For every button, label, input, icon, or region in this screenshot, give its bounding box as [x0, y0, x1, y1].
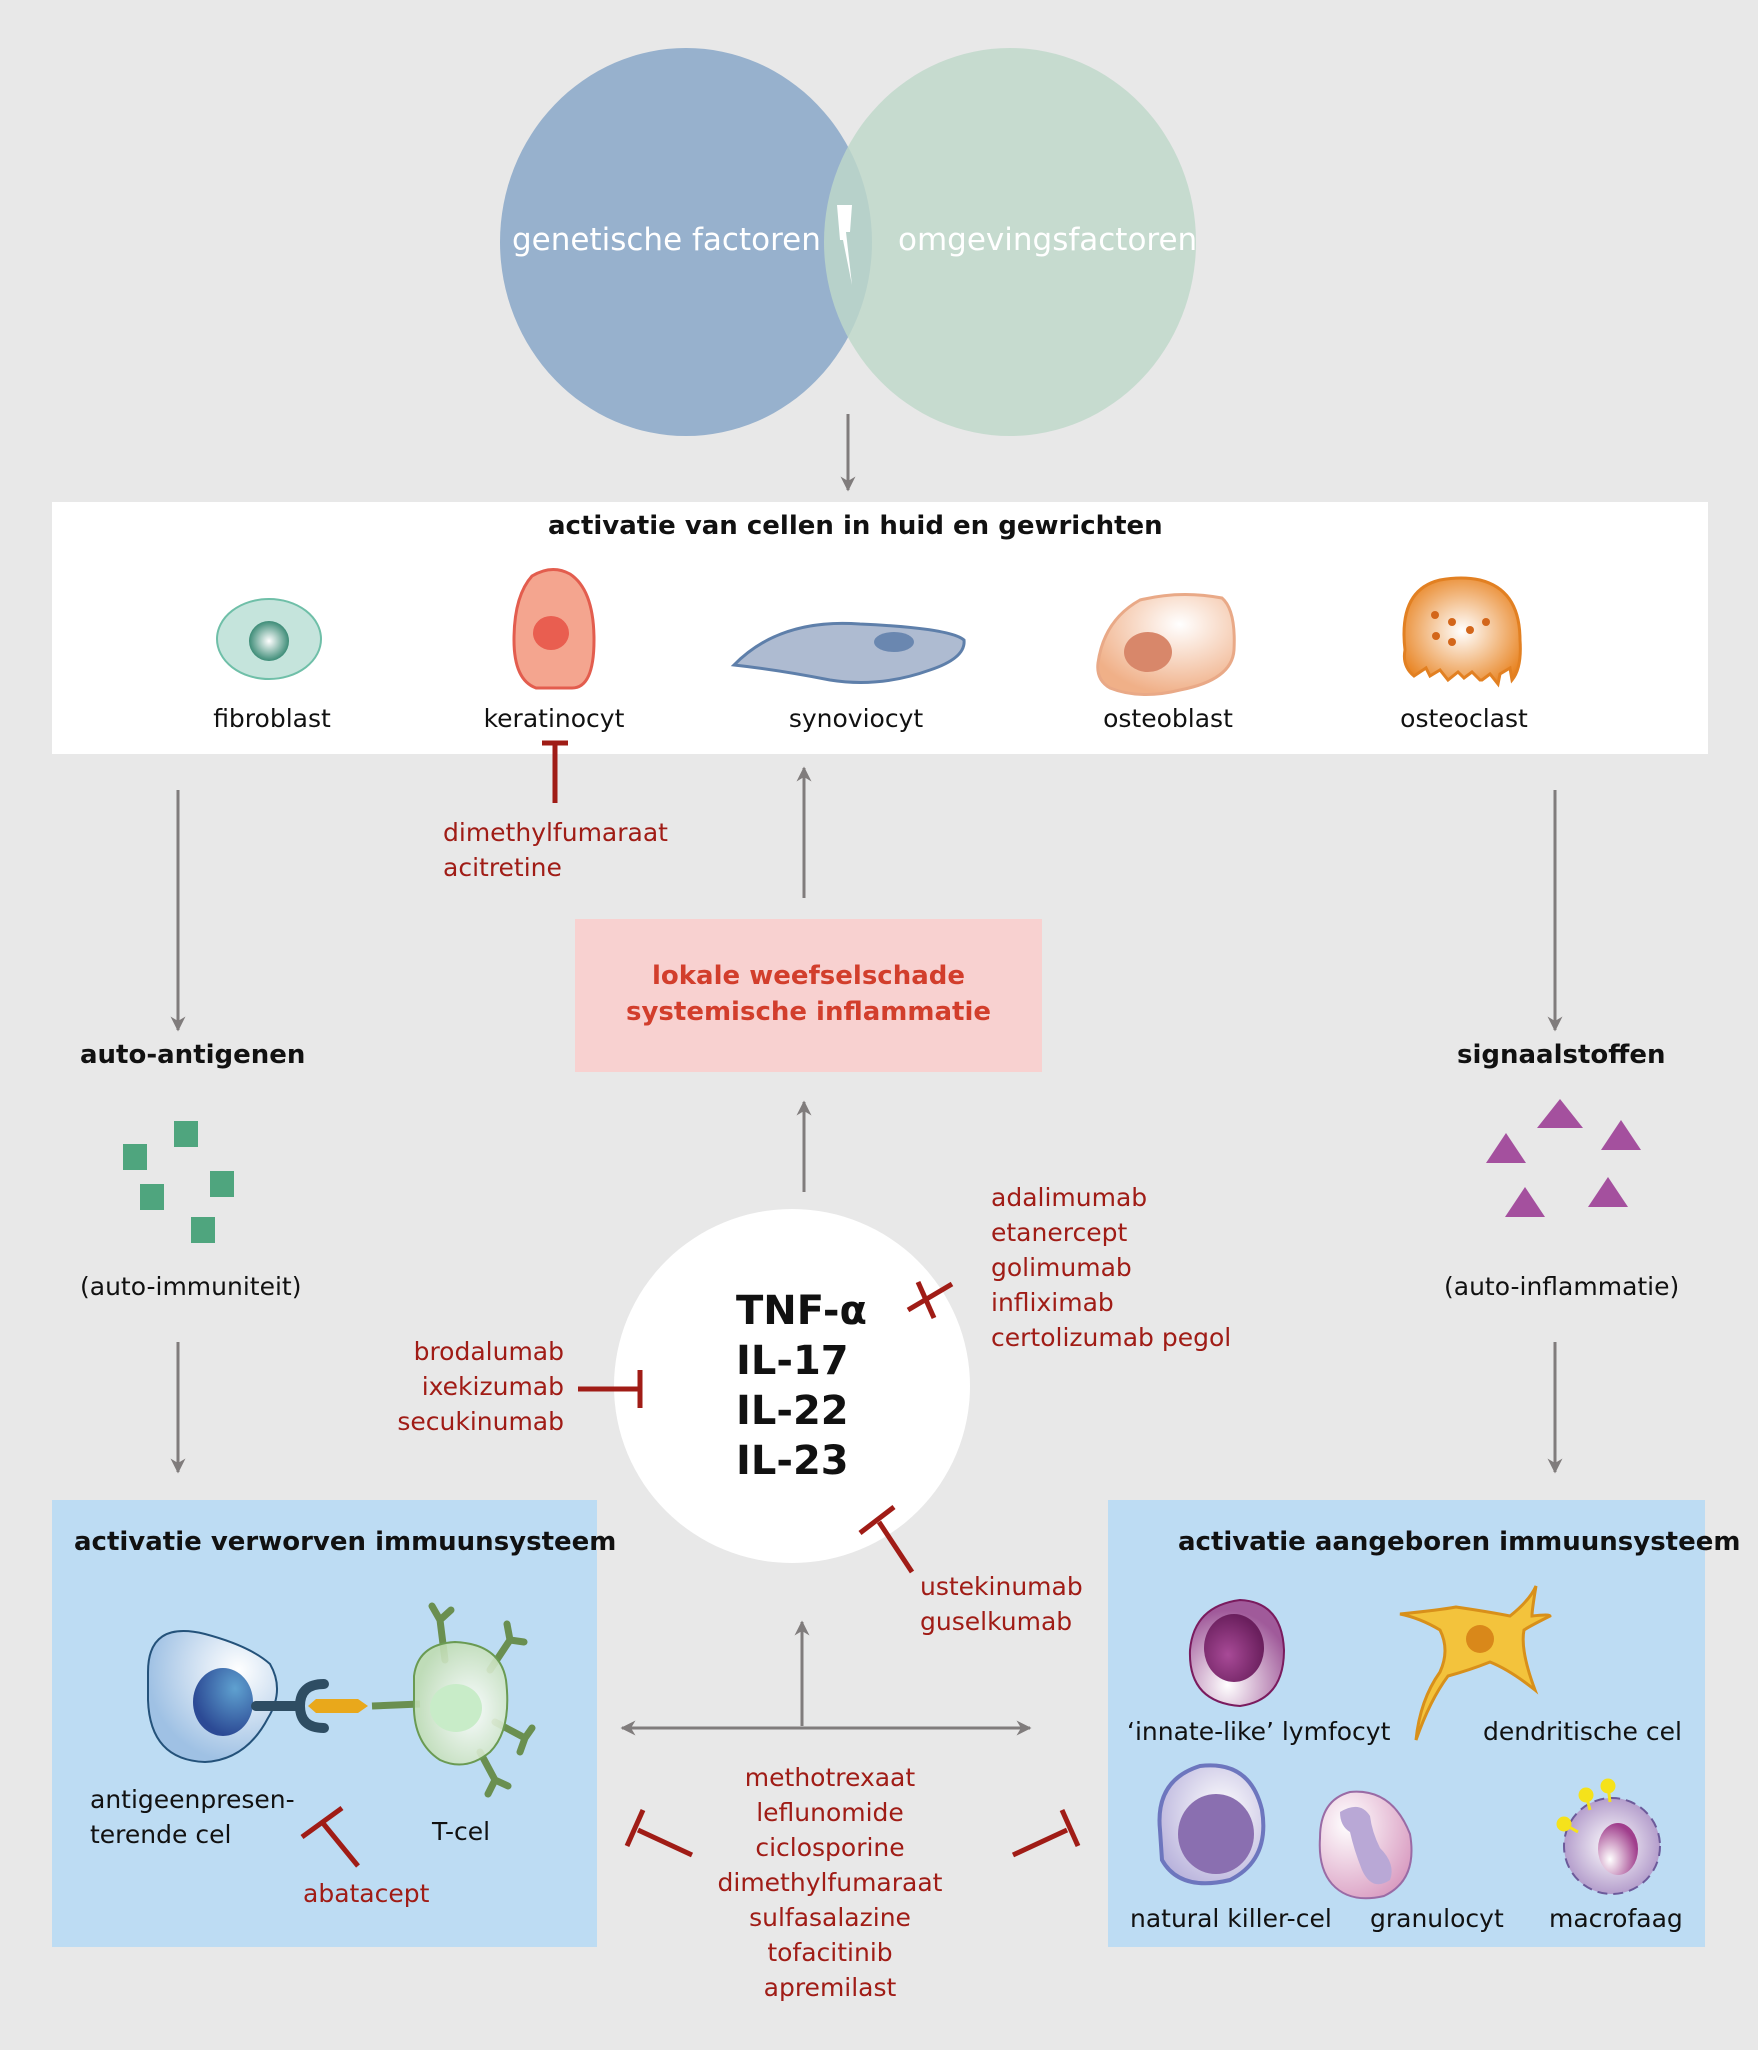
damage-line: systemische inflammatie [626, 997, 991, 1027]
drug-name: adalimumab [991, 1183, 1148, 1212]
drug-name: leflunomide [756, 1798, 904, 1827]
cytokine-name: IL-17 [736, 1338, 849, 1384]
damage-box-text: lokale weefselschade systemische inflamm… [575, 958, 1042, 1030]
drug-name: ciclosporine [755, 1833, 905, 1862]
cell-label-synoviocyt: synoviocyt [788, 704, 924, 733]
cytokine-list: TNF-α IL-17 IL-22 IL-23 [736, 1286, 867, 1486]
synoviocyt-icon [730, 621, 966, 684]
apc-cell-icon [147, 1630, 278, 1764]
inhibitor-keratinocyt [542, 740, 568, 803]
cell-label-osteoclast: osteoclast [1400, 704, 1528, 733]
il17-drug-list: brodalumab ixekizumab secukinumab [340, 1334, 564, 1439]
cytokine-name: IL-22 [736, 1388, 849, 1434]
inhibitor-tnf [906, 1280, 954, 1320]
fibroblast-icon [216, 598, 322, 680]
cell-label-osteoblast: osteoblast [1103, 704, 1233, 733]
venn-label-environment: omgevingsfactoren [898, 222, 1198, 258]
innate-cell-label-dendritic: dendritische cel [1483, 1717, 1682, 1746]
innate-cell-label-macrophage: macrofaag [1549, 1904, 1683, 1933]
innate-box-title: activatie aangeboren immuunsysteem [1178, 1527, 1741, 1557]
dendritic-cell-icon [1399, 1585, 1552, 1741]
keratinocyt-icon [512, 568, 596, 690]
systemic-drug-list: methotrexaat leflunomide ciclosporine di… [680, 1760, 980, 2005]
drug-name: methotrexaat [744, 1763, 916, 1792]
innate-cell-label-nk: natural killer-cel [1130, 1904, 1332, 1933]
drug-name: dimethylfumaraat [443, 818, 668, 847]
drug-name: acitretine [443, 853, 562, 882]
acquired-box-title: activatie verworven immuunsysteem [74, 1527, 617, 1557]
t-cell-icon [371, 1602, 536, 1798]
damage-box [575, 919, 1042, 1072]
innate-lymphocyte-icon [1188, 1598, 1286, 1708]
drug-name: certolizumab pegol [991, 1323, 1232, 1352]
auto-immunity-caption: (auto-immuniteit) [80, 1272, 302, 1301]
drug-name: golimumab [991, 1253, 1132, 1282]
damage-line: lokale weefselschade [651, 961, 965, 991]
signals-heading: signaalstoffen [1457, 1040, 1666, 1070]
drug-name: apremilast [763, 1973, 897, 2002]
drug-name: ixekizumab [421, 1372, 564, 1401]
nk-cell-icon [1157, 1763, 1266, 1886]
cytokine-name: IL-23 [736, 1438, 849, 1484]
lightning-bolt-icon [837, 205, 852, 285]
inhibitor-il17 [578, 1370, 643, 1408]
signal-markers [1486, 1099, 1641, 1217]
innate-cell-label-granulocyte: granulocyt [1370, 1904, 1504, 1933]
apc-label: antigeenpresen- terende cel [90, 1782, 295, 1852]
osteoblast-icon [1096, 592, 1236, 697]
drug-name: guselkumab [920, 1607, 1073, 1636]
granulocyte-icon [1318, 1790, 1413, 1900]
drug-name: ustekinumab [920, 1572, 1083, 1601]
apc-label-line: antigeenpresen- [90, 1785, 295, 1814]
auto-inflammation-caption: (auto-inflammatie) [1444, 1272, 1680, 1301]
drug-name: infliximab [991, 1288, 1114, 1317]
keratinocyt-drug-list: dimethylfumaraat acitretine [443, 815, 668, 885]
auto-antigens-heading: auto-antigenen [80, 1040, 306, 1070]
drug-name: brodalumab [413, 1337, 564, 1366]
venn-circle-environment [824, 48, 1196, 436]
cytokine-name: TNF-α [736, 1288, 867, 1334]
macrophage-icon [1556, 1778, 1661, 1895]
il23-drug-list: ustekinumab guselkumab [920, 1569, 1083, 1639]
abatacept-label: abatacept [303, 1879, 430, 1908]
tnf-drug-list: adalimumab etanercept golimumab inflixim… [991, 1180, 1231, 1355]
drug-name: tofacitinib [767, 1938, 893, 1967]
drug-name: sulfasalazine [749, 1903, 911, 1932]
venn-label-genetic: genetische factoren [512, 222, 821, 258]
auto-antigen-markers [123, 1121, 234, 1243]
receptor-binding-icon [251, 1679, 368, 1733]
cell-label-fibroblast: fibroblast [213, 704, 331, 733]
cells-box-title: activatie van cellen in huid en gewricht… [548, 511, 1163, 541]
innate-cell-label-lymphocyte: ‘innate-like’ lymfocyt [1127, 1717, 1391, 1746]
drug-name: secukinumab [397, 1407, 564, 1436]
t-cell-label: T-cel [432, 1817, 491, 1846]
drug-name: etanercept [991, 1218, 1128, 1247]
inhibitor-abatacept [300, 1805, 360, 1868]
osteoclast-icon [1402, 576, 1522, 688]
apc-label-line: terende cel [90, 1820, 232, 1849]
inhibitor-il23 [858, 1505, 915, 1574]
inhibitor-systemic-right [1011, 1808, 1081, 1858]
cell-label-keratinocyt: keratinocyt [483, 704, 625, 733]
venn-circle-genetic [500, 48, 872, 436]
drug-name: dimethylfumaraat [717, 1868, 943, 1897]
inhibitor-systemic-left [624, 1808, 694, 1858]
cytokine-circle [614, 1209, 970, 1563]
